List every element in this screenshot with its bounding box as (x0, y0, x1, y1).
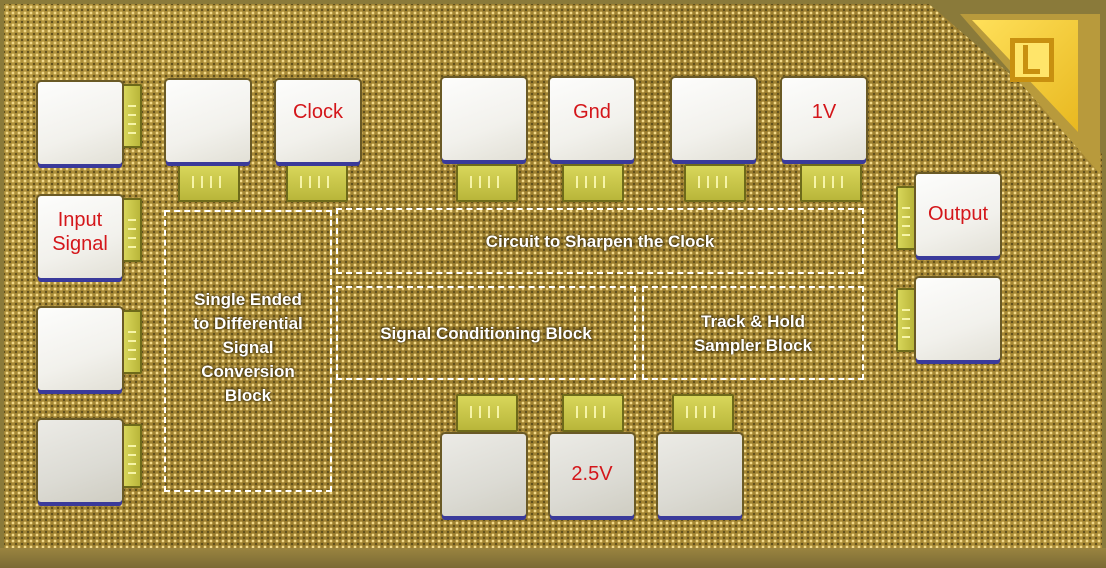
alignment-mark-icon (1010, 38, 1054, 82)
pad-label-input-signal: Input Signal (52, 209, 108, 255)
pad-connector (896, 288, 916, 352)
bond-pad-output: Output (916, 174, 1000, 256)
pad-label-clock: Clock (292, 101, 343, 123)
label-track-hold-sampler: Track & Hold Sampler Block (693, 312, 813, 355)
pad-connector (122, 198, 142, 262)
label-single-to-differential: Single Ended to Differential Signal Conv… (193, 290, 303, 405)
pad-connector (456, 164, 518, 202)
pad-connector (178, 164, 240, 202)
die-edge (0, 548, 1106, 568)
pad-label-output: Output (927, 203, 989, 225)
pad-connector (456, 394, 518, 432)
pad-label-2-5v: 2.5V (571, 463, 613, 485)
bond-pad (916, 278, 1000, 360)
bond-pad-1v: 1V (782, 78, 866, 160)
bond-pad-2-5v: 2.5V (550, 434, 634, 516)
pad-connector (562, 394, 624, 432)
block-single-to-differential (164, 210, 332, 492)
bond-pad (38, 308, 122, 390)
bond-pad (672, 78, 756, 160)
label-clock-sharpener: Circuit to Sharpen the Clock (485, 232, 715, 251)
bond-pad (442, 434, 526, 516)
pad-connector (896, 186, 916, 250)
bond-pad (38, 82, 122, 164)
bond-pad-clock: Clock (276, 80, 360, 162)
pad-label-gnd: Gnd (573, 101, 611, 123)
pad-connector (122, 310, 142, 374)
pad-label-1v: 1V (811, 101, 837, 123)
bond-pad (442, 78, 526, 160)
bond-pad (658, 434, 742, 516)
pad-connector (286, 164, 348, 202)
bond-pad-input-signal: Input Signal (38, 196, 122, 278)
pad-connector (562, 164, 624, 202)
pad-connector (800, 164, 862, 202)
pad-connector (684, 164, 746, 202)
label-signal-conditioning: Signal Conditioning Block (380, 324, 592, 343)
block-clock-sharpener (336, 208, 864, 274)
block-signal-conditioning (336, 286, 636, 380)
block-track-hold-sampler (642, 286, 864, 380)
pad-connector (122, 84, 142, 148)
pad-connector (122, 424, 142, 488)
bond-pad (166, 80, 250, 162)
pad-connector (672, 394, 734, 432)
bond-pad-gnd: Gnd (550, 78, 634, 160)
bond-pad (38, 420, 122, 502)
